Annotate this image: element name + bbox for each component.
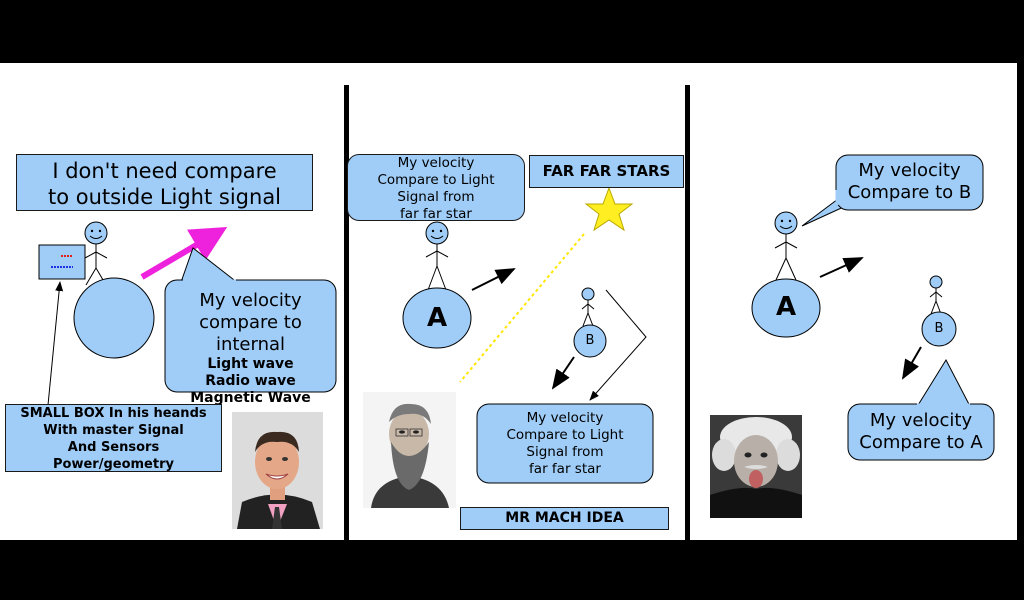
panel2-circle-a-label: A [426, 303, 448, 333]
panel2-bubble-b-text: My velocity Compare to Light Signal from… [477, 410, 653, 478]
stick-figure-1 [84, 221, 108, 286]
panel1-title-box: I don't need compare to outside Light si… [16, 154, 313, 211]
smallbox-line4: Power/geometry [53, 457, 174, 472]
panel2-bubble-b-line3: Signal from [526, 444, 604, 460]
panel-divider-left [344, 85, 349, 540]
top-letterbox [0, 0, 1024, 63]
panel1-bubble-line3: Light wave [207, 356, 294, 372]
panel1-smallbox-caption: SMALL BOX In his heands With master Sign… [5, 404, 222, 472]
panel3-bubble-a-line2: Compare to B [847, 182, 972, 203]
circle-b-shape-3 [921, 311, 957, 347]
circle-a-shape-3 [751, 278, 821, 338]
panel3-circle-a-label: A [775, 292, 797, 322]
panel2-bubble-b-line2: Compare to Light [506, 427, 624, 443]
arrow-b-motion-3 [901, 346, 922, 380]
panel2-bubble-a-line1: My velocity [397, 155, 475, 171]
panel3-circle-b-label: B [934, 321, 944, 336]
arrow-a-motion-3 [819, 257, 864, 278]
far-stars-text: FAR FAR STARS [542, 162, 671, 180]
panel1-title-line1: I don't need compare [52, 159, 277, 183]
panel3-bubble-a-line1: My velocity [858, 160, 961, 181]
panel2-circle-b-label: B [585, 333, 595, 348]
stick-figure-b-3 [929, 275, 943, 315]
panel1-bubble-line5: Magnetic Wave [190, 390, 311, 406]
panel1-bubble-line2: compare to internal [199, 312, 302, 355]
bubble-pointer-b-2 [589, 289, 647, 401]
panel2-bubble-b-line4: far far star [529, 461, 601, 477]
far-stars-label: FAR FAR STARS [529, 155, 684, 188]
star-icon [584, 186, 634, 232]
smallbox-line2: With master Signal [43, 423, 184, 438]
panel1-title-line2: to outside Light signal [47, 185, 282, 209]
panel3-bubble-a-text: My velocity Compare to B [836, 160, 983, 204]
smiling-man-portrait-icon [232, 412, 323, 529]
panel2-bubble-a-line4: far far star [400, 206, 472, 222]
light-signal-line [459, 233, 585, 383]
stick-figure-2 [425, 221, 449, 291]
mach-idea-caption: MR MACH IDEA [460, 507, 669, 530]
panel2-bubble-a: My velocity Compare to Light Signal from… [347, 154, 525, 222]
earth-ball-1 [73, 277, 155, 359]
panel3-bubble-b-text: My velocity Compare to A [848, 410, 994, 454]
arrow-b-motion-2 [551, 356, 575, 390]
stick-figure-b-2 [581, 287, 595, 327]
panel2-bubble-a-line2: Compare to Light [377, 172, 495, 188]
bubble-body-1 [164, 279, 337, 393]
bubble-tail-1 [179, 247, 240, 286]
mach-idea-text: MR MACH IDEA [505, 510, 624, 526]
panel2-bubble-b-line1: My velocity [526, 410, 604, 426]
smallbox-line3: And Sensors [67, 440, 160, 455]
small-box-device [38, 244, 86, 280]
bottom-letterbox [0, 540, 1024, 600]
panel1-bubble-line1: My velocity [199, 290, 302, 311]
smallbox-line1: SMALL BOX In his heands [20, 406, 207, 421]
panel3-bubble-b-line1: My velocity [869, 410, 973, 431]
panel1-bubble-text: My velocity compare to internal Light wa… [165, 290, 336, 407]
arrow-a-motion-2 [471, 268, 516, 291]
circle-a-shape-2 [402, 287, 472, 349]
panel-divider-right [685, 85, 690, 540]
circle-b-shape-2 [573, 324, 607, 358]
bubble-tail-b-3 [914, 358, 973, 411]
magenta-velocity-arrow [140, 226, 228, 280]
bubble-body-b-2 [476, 403, 654, 484]
einstein-tongue-portrait-icon [710, 415, 802, 518]
panel3-bubble-b-line2: Compare to A [859, 432, 983, 453]
bubble-body-a-3 [835, 154, 984, 211]
panel1-bubble-line4: Radio wave [205, 373, 296, 389]
stick-figure-3 [774, 211, 798, 281]
panel2-bubble-a-line3: Signal from [397, 189, 475, 205]
pointer-to-small-box [47, 281, 64, 406]
bearded-man-portrait-icon [363, 392, 456, 508]
